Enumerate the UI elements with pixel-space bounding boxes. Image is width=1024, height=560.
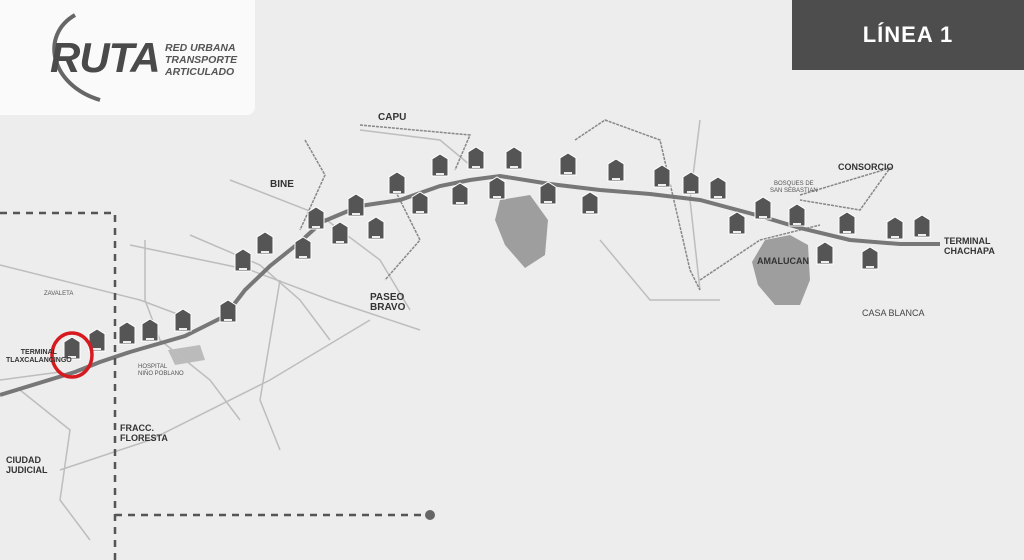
station-icon[interactable] — [788, 203, 806, 227]
station-name-plate — [336, 241, 344, 243]
boundary-endpoint — [425, 510, 435, 520]
label-bine: BINE — [270, 179, 294, 190]
station-icon[interactable] — [307, 206, 325, 230]
station-icon[interactable] — [347, 193, 365, 217]
logo-text: RUTA — [50, 34, 161, 81]
label-amalucan: AMALUCAN — [757, 256, 809, 266]
park-area — [495, 195, 548, 268]
station-name-plate — [658, 184, 666, 186]
label-zavaleta: ZAVALETA — [44, 291, 74, 297]
station-icon[interactable] — [431, 153, 449, 177]
station-icon[interactable] — [256, 231, 274, 255]
station-icon[interactable] — [174, 308, 192, 332]
station-name-plate — [510, 166, 518, 168]
station-name-plate — [733, 231, 741, 233]
station-icon[interactable] — [709, 176, 727, 200]
station-name-plate — [687, 191, 695, 193]
station-name-plate — [312, 226, 320, 228]
station-icon[interactable] — [411, 191, 429, 215]
station-name-plate — [918, 234, 926, 236]
label-capu: CAPU — [378, 112, 407, 123]
station-icon[interactable] — [88, 328, 106, 352]
streets — [0, 119, 720, 541]
station-icon[interactable] — [451, 182, 469, 206]
station-name-plate — [544, 201, 552, 203]
station-icon[interactable] — [886, 216, 904, 240]
station-name-plate — [299, 256, 307, 258]
station-icon[interactable] — [234, 248, 252, 272]
station-icon[interactable] — [141, 318, 159, 342]
station-name-plate — [759, 216, 767, 218]
station-name-plate — [224, 319, 232, 321]
station-name-plate — [843, 231, 851, 233]
station-icon[interactable] — [913, 214, 931, 238]
station-icon[interactable] — [861, 246, 879, 270]
station-name-plate — [436, 173, 444, 175]
station-name-plate — [612, 178, 620, 180]
station-icon[interactable] — [388, 171, 406, 195]
hospital-area — [168, 345, 205, 365]
highlight-circle — [50, 331, 94, 379]
station-name-plate — [123, 341, 131, 343]
station-icon[interactable] — [581, 191, 599, 215]
boundary-lines — [0, 211, 430, 560]
station-icon[interactable] — [816, 241, 834, 265]
label-consorcio: CONSORCIO — [838, 162, 894, 172]
station-icon[interactable] — [607, 158, 625, 182]
station-icon[interactable] — [467, 146, 485, 170]
station-name-plate — [352, 213, 360, 215]
station-name-plate — [793, 223, 801, 225]
station-icon[interactable] — [118, 321, 136, 345]
station-icon[interactable] — [838, 211, 856, 235]
station-icon[interactable] — [367, 216, 385, 240]
station-icon[interactable] — [505, 146, 523, 170]
station-name-plate — [68, 356, 76, 358]
station-icon[interactable] — [728, 211, 746, 235]
station-name-plate — [493, 196, 501, 198]
station-name-plate — [891, 236, 899, 238]
station-icon[interactable] — [488, 176, 506, 200]
station-name-plate — [261, 251, 269, 253]
station-name-plate — [93, 348, 101, 350]
label-casa-blanca: CASA BLANCA — [862, 308, 925, 318]
logo-swoosh — [52, 13, 101, 102]
station-name-plate — [239, 268, 247, 270]
amalucan-park — [752, 235, 810, 305]
station-name-plate — [416, 211, 424, 213]
station-name-plate — [821, 261, 829, 263]
station-name-plate — [456, 202, 464, 204]
station-icon[interactable] — [331, 221, 349, 245]
station-icon[interactable] — [219, 299, 237, 323]
station-name-plate — [714, 196, 722, 198]
station-icon[interactable] — [682, 171, 700, 195]
label-floresta: FRACC.FLORESTA — [120, 423, 168, 443]
station-name-plate — [472, 166, 480, 168]
station-name-plate — [393, 191, 401, 193]
station-name-plate — [564, 172, 572, 174]
station-icon[interactable] — [559, 152, 577, 176]
station-name-plate — [179, 328, 187, 330]
station-icon[interactable] — [653, 164, 671, 188]
station-icon[interactable] — [63, 336, 81, 360]
station-icon[interactable] — [754, 196, 772, 220]
station-name-plate — [146, 338, 154, 340]
station-name-plate — [866, 266, 874, 268]
station-name-plate — [586, 211, 594, 213]
station-name-plate — [372, 236, 380, 238]
line-title: LÍNEA 1 — [792, 0, 1024, 70]
station-icon[interactable] — [539, 181, 557, 205]
station-icons — [63, 146, 931, 360]
station-icon[interactable] — [294, 236, 312, 260]
